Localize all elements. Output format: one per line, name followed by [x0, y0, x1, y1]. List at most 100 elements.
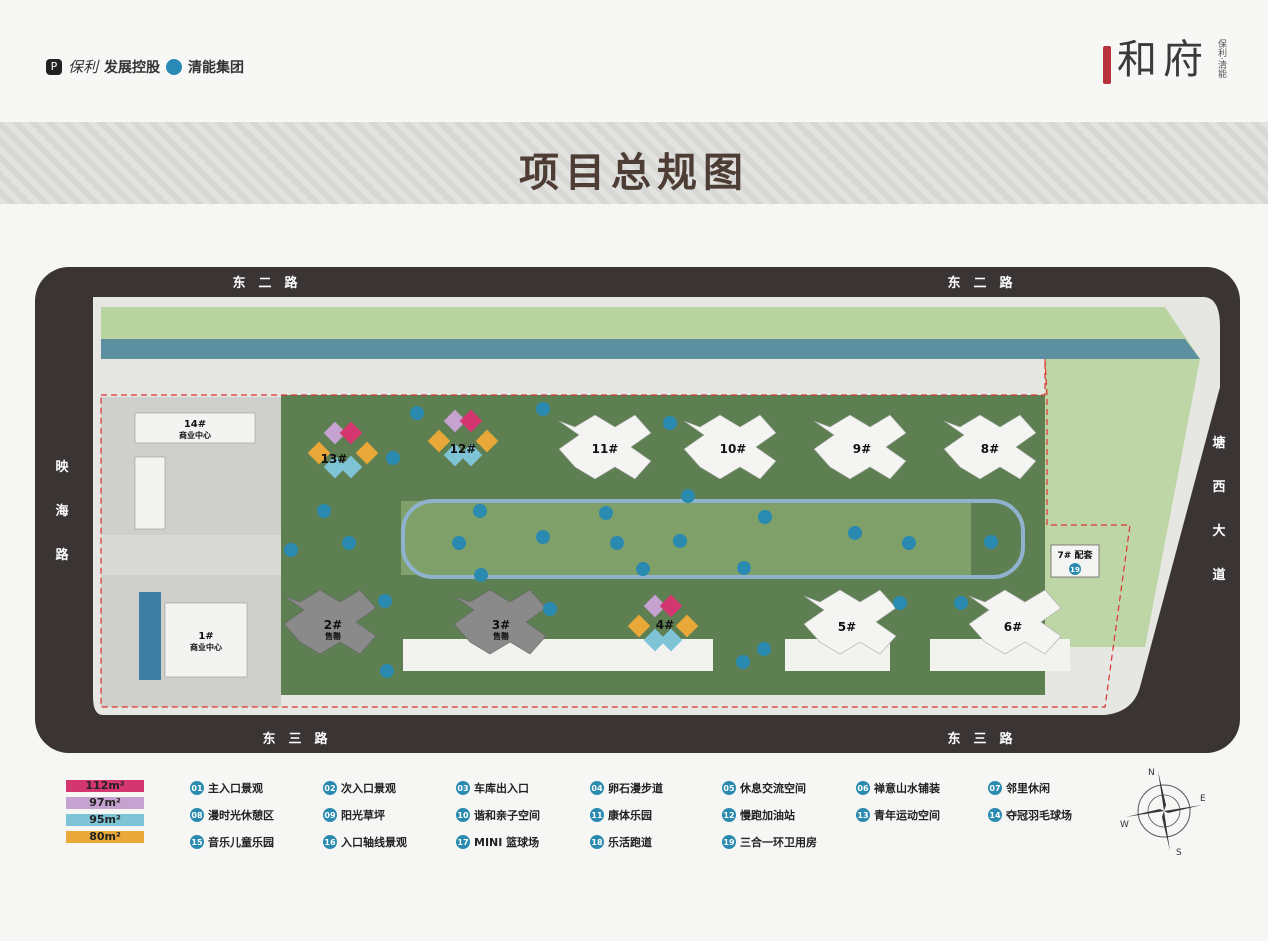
page-title: 项目总规图	[519, 149, 749, 196]
legend-item: 10 谐和亲子空间	[456, 807, 540, 823]
legend-label: 乐活跑道	[608, 836, 652, 849]
legend-number: 08	[190, 808, 204, 822]
road-label-east-4: 道	[1212, 567, 1225, 583]
legend-label: 康体乐园	[608, 809, 652, 822]
tower-5-shape	[803, 589, 897, 655]
legend-number: 07	[988, 781, 1002, 795]
building-label: 4#	[656, 618, 674, 632]
unit-swatch-97: 97m²	[66, 797, 144, 809]
building-label: 12#	[450, 442, 477, 456]
legend-number: 17	[456, 835, 470, 849]
legend-label: 三合一环卫用房	[740, 836, 817, 849]
project-sub: 保利·清能	[1216, 39, 1226, 78]
poly-logo-icon: P	[46, 58, 62, 75]
tower-3-shape	[453, 589, 547, 655]
building-label: 14#	[184, 419, 206, 430]
legend-number: 01	[190, 781, 204, 795]
brand-primary-suffix: 发展控股	[104, 59, 161, 76]
legend-item: 05 休息交流空间	[722, 780, 806, 796]
brand-primary: 保利	[68, 58, 99, 76]
header: P 保利 发展控股 清能集团 和府 保利·清能	[0, 0, 1268, 122]
legend-label: 次入口景观	[341, 782, 396, 795]
road-label-west-1: 映	[55, 459, 69, 475]
unit-swatch-80: 80m²	[66, 831, 144, 843]
building-label: 13#	[321, 452, 348, 466]
unit-swatch-112: 112m²	[66, 780, 144, 792]
tower-6-shape	[968, 589, 1062, 655]
building-1-shape	[164, 602, 248, 678]
building-label: 8#	[981, 442, 999, 456]
legend-item: 03 车库出入口	[456, 780, 529, 796]
legend-label: 阳光草坪	[341, 809, 385, 822]
legend-label: 音乐儿童乐园	[208, 836, 274, 849]
road-label-east-1: 塘	[1212, 435, 1225, 451]
building-label: 11#	[592, 442, 619, 456]
legend: 112m² 97m² 95m² 80m² 01 主入口景观 02 次入口景观 03 车库出…	[66, 780, 1166, 860]
legend-number: 19	[722, 835, 736, 849]
legend-item: 09 阳光草坪	[323, 807, 385, 823]
site-boundary	[100, 358, 1131, 708]
road-label-west-3: 路	[55, 547, 69, 563]
river	[101, 339, 1200, 359]
project-logo: 和府 保利·清能	[1103, 36, 1228, 84]
legend-number: 10	[456, 808, 470, 822]
building-label: 10#	[720, 442, 747, 456]
legend-label: 禅意山水铺装	[874, 782, 940, 795]
legend-number: 13	[856, 808, 870, 822]
road-label-north-left: 东 二 路	[232, 275, 298, 291]
legend-item: 12 慢跑加油站	[722, 807, 795, 823]
legend-item: 19 三合一环卫用房	[722, 834, 817, 850]
legend-item: 11 康体乐园	[590, 807, 652, 823]
legend-item: 02 次入口景观	[323, 780, 396, 796]
legend-number: 06	[856, 781, 870, 795]
road-label-north-right: 东 二 路	[947, 275, 1013, 291]
legend-number: 09	[323, 808, 337, 822]
building-sublabel: 售罄	[492, 631, 509, 641]
legend-label: 慢跑加油站	[740, 809, 795, 822]
legend-label: 主入口景观	[208, 782, 263, 795]
building-14-wing	[134, 456, 166, 530]
building-14-shape	[134, 412, 256, 444]
jogging-track	[401, 499, 1025, 579]
building-label: 7# 配套	[1058, 549, 1094, 561]
building-label: 2#	[324, 618, 342, 632]
legend-label: 入口轴线景观	[341, 836, 407, 849]
qingneng-logo-icon	[166, 58, 183, 75]
building-label: 9#	[853, 442, 871, 456]
legend-number: 12	[722, 808, 736, 822]
building-1-glass	[139, 592, 161, 680]
legend-number: 04	[590, 781, 604, 795]
tower-9-shape	[813, 414, 907, 480]
title-banner	[0, 122, 1268, 204]
road-label-east-2: 西	[1212, 480, 1225, 495]
legend-number: 05	[722, 781, 736, 795]
road-label-east-3: 大	[1212, 523, 1225, 539]
building-sublabel: 商业中心	[190, 642, 222, 652]
building-sublabel: 售罄	[324, 631, 341, 641]
compass-icon: N E S W	[1120, 768, 1206, 857]
compass-w: W	[1120, 820, 1129, 830]
compass-e: E	[1200, 794, 1206, 804]
building-sublabel: 商业中心	[179, 430, 211, 440]
building-label: 1#	[198, 631, 213, 642]
legend-item: 01 主入口景观	[190, 780, 263, 796]
legend-label: 休息交流空间	[740, 782, 806, 795]
project-name: 和府	[1117, 37, 1209, 83]
legend-label: 车库出入口	[474, 782, 529, 795]
legend-number: 15	[190, 835, 204, 849]
unit-swatch-95: 95m²	[66, 814, 144, 826]
legend-number: 02	[323, 781, 337, 795]
brand-secondary: 清能集团	[188, 59, 245, 76]
legend-number: 03	[456, 781, 470, 795]
legend-label: 谐和亲子空间	[474, 809, 540, 822]
legend-number: 11	[590, 808, 604, 822]
building-label: 3#	[492, 618, 510, 632]
tower-2-shape	[283, 589, 377, 655]
road-label-west-2: 海	[55, 503, 68, 519]
